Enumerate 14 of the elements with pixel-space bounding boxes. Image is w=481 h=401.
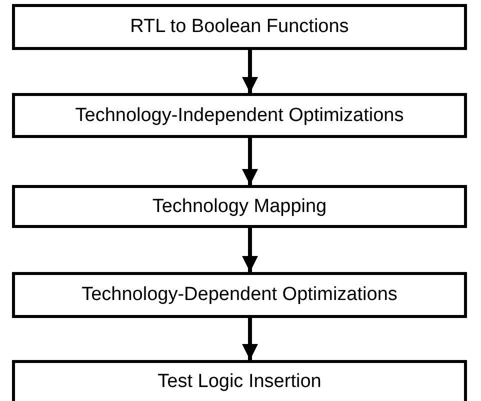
process-box <box>12 185 467 228</box>
process-box <box>12 93 467 138</box>
arrow <box>242 50 258 93</box>
step-label: Test Logic Insertion <box>158 371 322 393</box>
arrow <box>242 318 258 360</box>
arrow <box>242 228 258 272</box>
process-box <box>12 4 467 50</box>
step-label: Technology-Independent Optimizations <box>75 104 404 126</box>
arrow <box>242 138 258 185</box>
process-box <box>12 360 467 401</box>
process-box <box>12 272 467 318</box>
step-label: Technology Mapping <box>152 196 327 218</box>
step-label: Technology-Dependent Optimizations <box>82 284 398 306</box>
step-label: RTL to Boolean Functions <box>130 16 349 38</box>
